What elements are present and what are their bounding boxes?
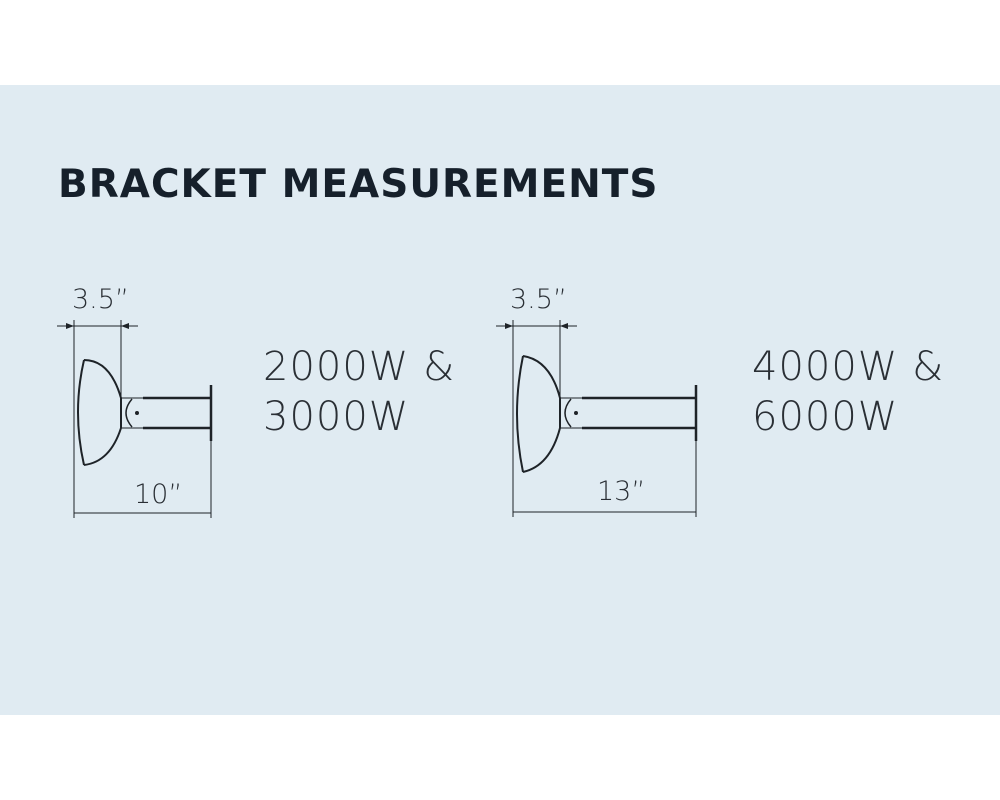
- page-title: BRACKET MEASUREMENTS: [58, 162, 659, 207]
- wattage-label-small-line2: 3000W: [263, 394, 410, 440]
- length-label-small: 10”: [134, 479, 183, 510]
- depth-label-large: 3.5”: [510, 284, 567, 315]
- wattage-label-large-line1: 4000W &: [752, 344, 945, 390]
- diagram-panel: [0, 85, 1000, 715]
- wattage-label-large-line2: 6000W: [752, 394, 899, 440]
- length-label-large: 13”: [597, 476, 646, 507]
- bracket-drawing-large: [496, 320, 698, 517]
- depth-label-small: 3.5”: [72, 284, 129, 315]
- bracket-drawing-small: [57, 320, 213, 518]
- wattage-label-small-line1: 2000W &: [263, 344, 456, 390]
